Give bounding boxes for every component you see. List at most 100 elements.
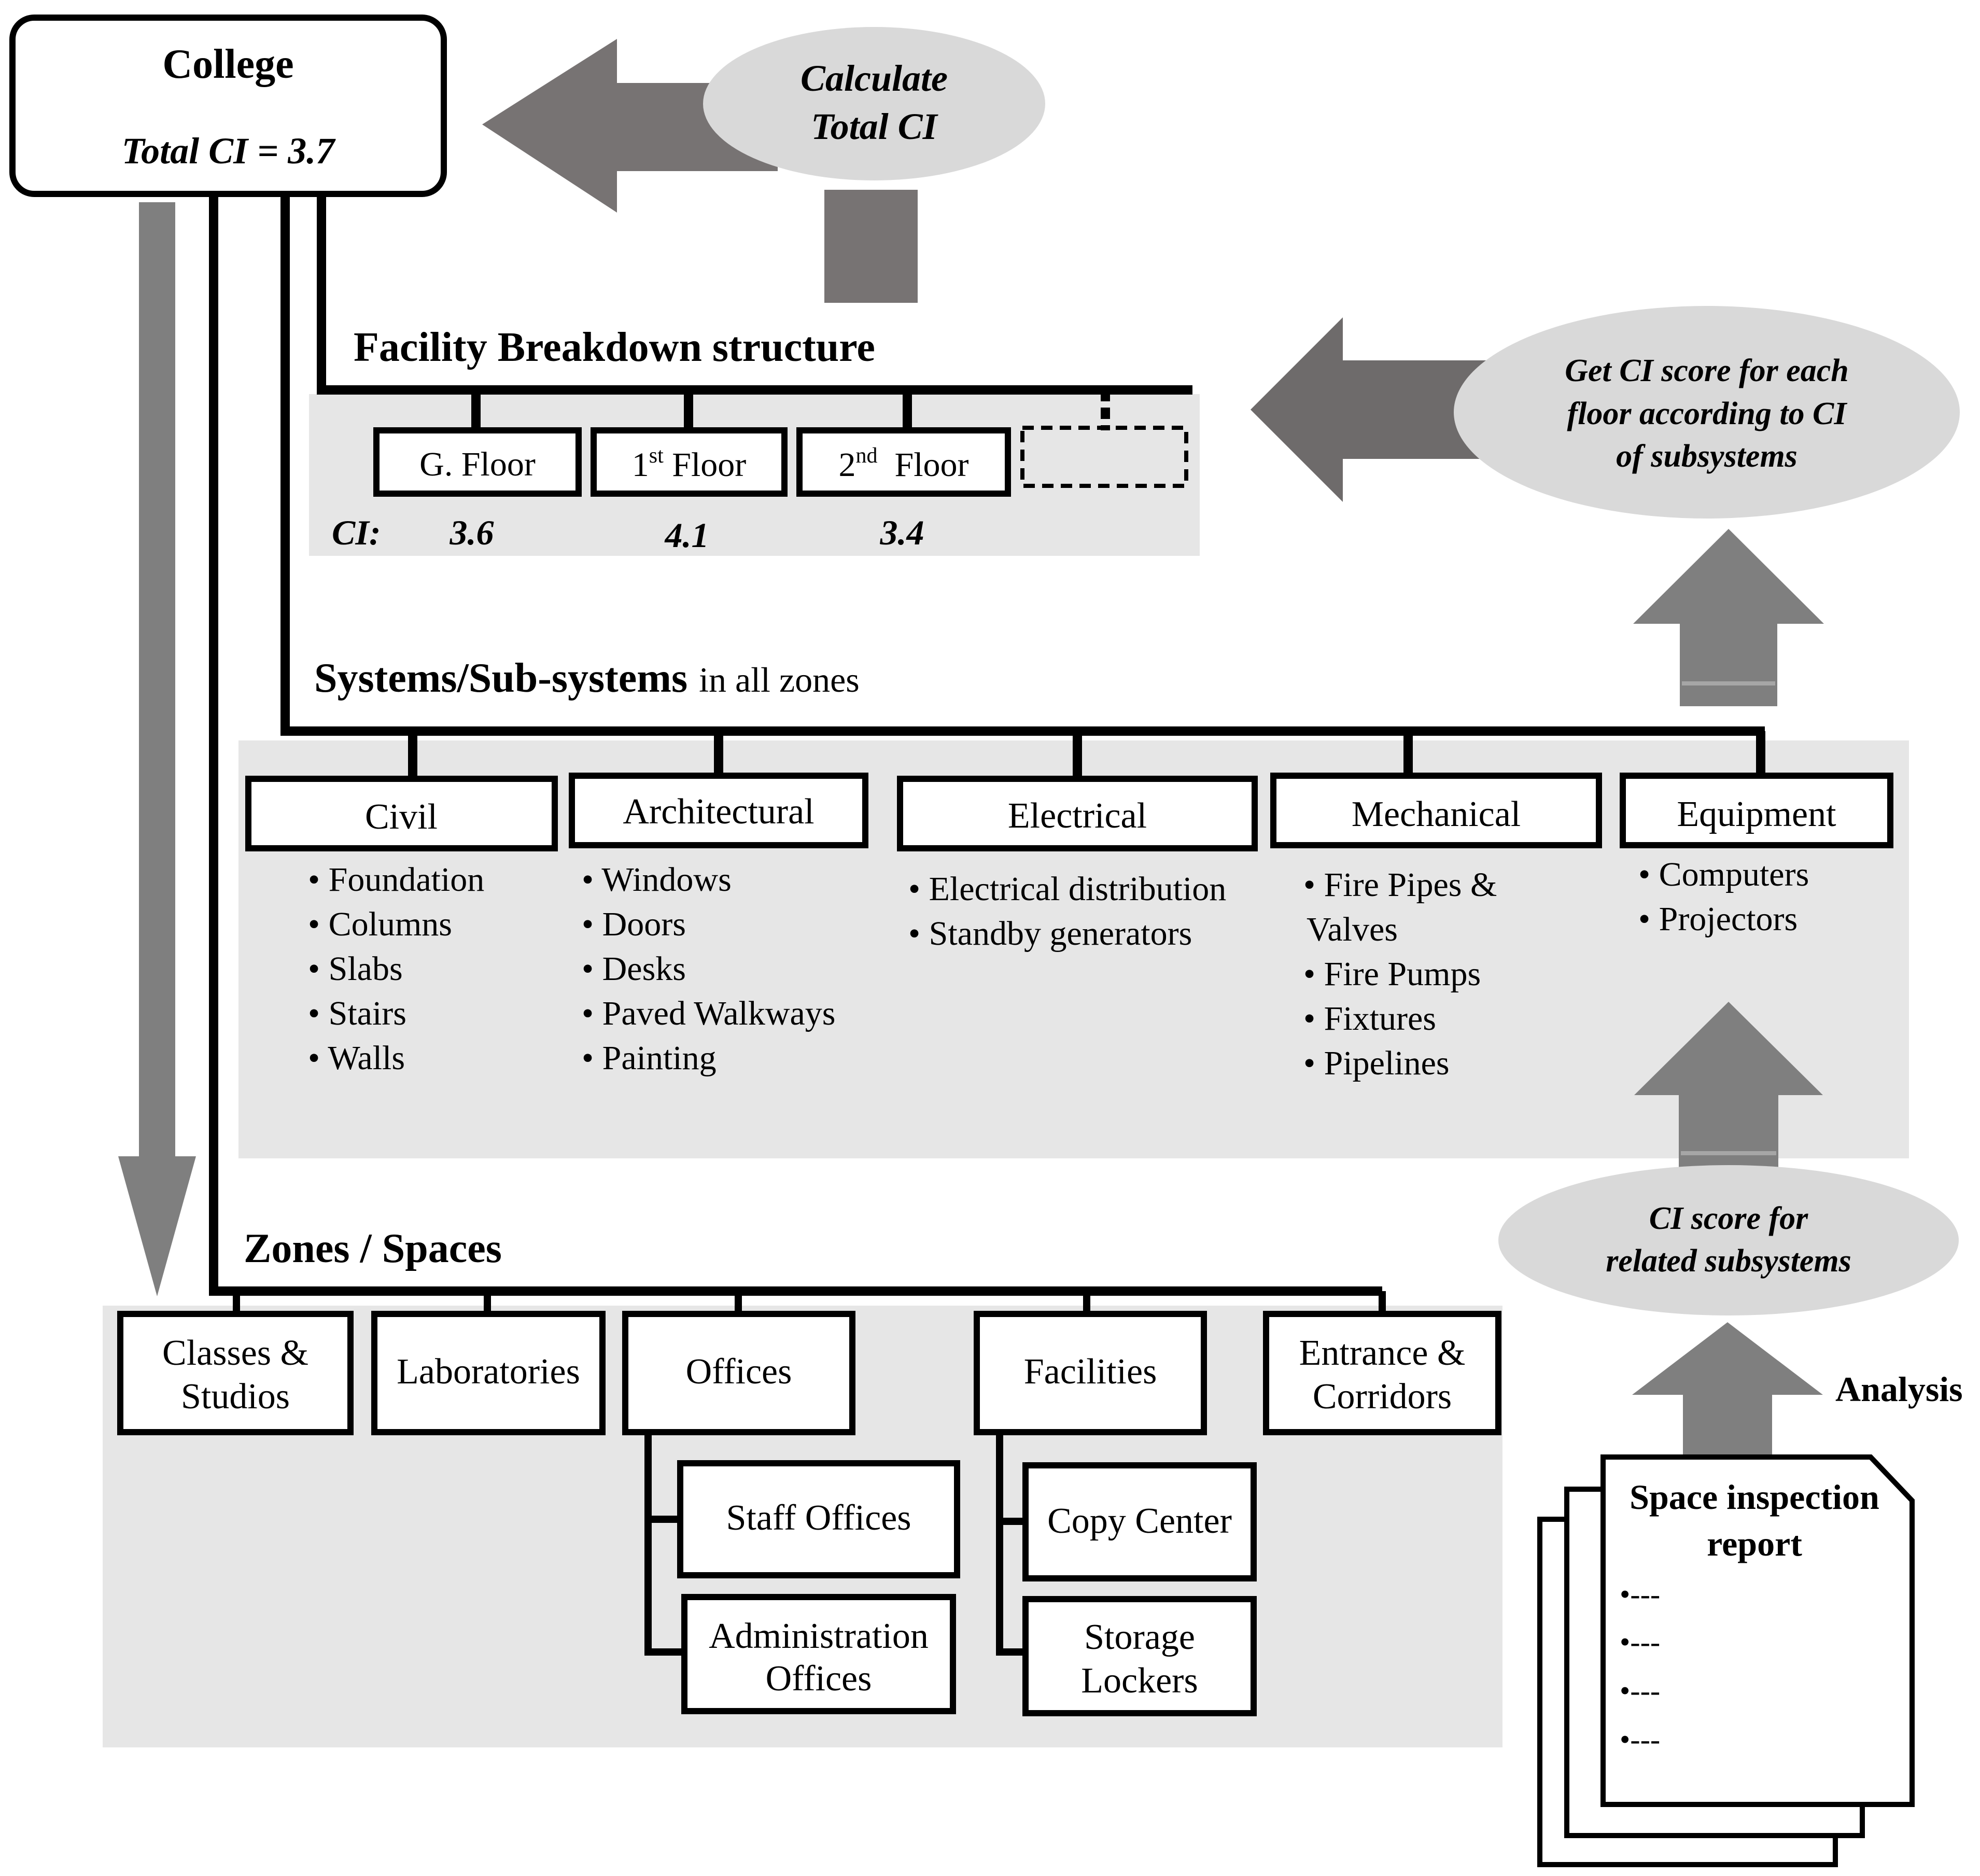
zone-label-classes-1: Classes & — [162, 1333, 308, 1373]
office-children-connector — [644, 1432, 684, 1656]
civil-item-text: Slabs — [329, 950, 403, 988]
zone-label-offices: Offices — [686, 1352, 792, 1392]
college-box — [9, 15, 447, 197]
subsystem-ci-callout — [1498, 1165, 1959, 1315]
architectural-item-text: Desks — [602, 950, 686, 988]
college-to-facility-line — [317, 194, 1192, 395]
zone-label-entrance-1: Entrance & — [1299, 1333, 1466, 1373]
civil-item: • Columns — [308, 905, 452, 943]
mechanical-item: • Fire Pipes & — [1303, 866, 1497, 904]
floor-1-number: 1 — [632, 446, 649, 484]
civil-item-text: Walls — [328, 1039, 405, 1077]
facility-child-box-storage — [1022, 1596, 1257, 1716]
floor-box-1 — [591, 427, 788, 497]
mechanical-item: • Pipelines — [1303, 1044, 1450, 1082]
zone-label-labs: Laboratories — [397, 1352, 580, 1392]
system-name-equipment: Equipment — [1677, 794, 1836, 834]
system-box-electrical — [897, 776, 1258, 851]
office-child-label-admin-2: Offices — [766, 1659, 872, 1699]
report-bullet: •--- — [1620, 1723, 1660, 1756]
zone-label-facilities: Facilities — [1024, 1352, 1157, 1392]
architectural-item-text: Windows — [601, 861, 731, 899]
floor-ci-label: CI: — [332, 513, 381, 552]
civil-item: • Stairs — [308, 995, 406, 1032]
calculate-line-2: Total CI — [811, 106, 938, 147]
system-box-architectural — [569, 773, 868, 848]
report-bullet: •--- — [1620, 1674, 1660, 1707]
system-name-mechanical: Mechanical — [1352, 794, 1521, 834]
floor-ci-1: 4.1 — [664, 515, 709, 555]
calculate-left-arrow — [482, 39, 778, 213]
zone-box-facilities — [974, 1311, 1207, 1435]
down-arrow — [118, 202, 196, 1296]
facility-children-connector — [996, 1432, 1026, 1656]
floor-box-g — [373, 427, 582, 497]
system-box-equipment — [1620, 773, 1893, 848]
architectural-item-text: Paved Walkways — [602, 995, 836, 1032]
floor-ci-2: 3.4 — [880, 513, 924, 552]
mechanical-item-text: Fire Pumps — [1324, 955, 1481, 993]
office-child-label-admin-1: Administration — [709, 1616, 929, 1656]
facility-child-box-copy — [1022, 1462, 1257, 1581]
architectural-item: • Desks — [582, 950, 686, 988]
report-bullet: •--- — [1620, 1625, 1660, 1659]
architectural-item: • Painting — [582, 1039, 717, 1077]
report-bullet: •--- — [1620, 1577, 1660, 1611]
floor-ci-callout-line-2: floor according to CI — [1567, 396, 1847, 431]
mechanical-item-text: Fire Pipes & — [1324, 866, 1497, 904]
mechanical-item-cont: Valves — [1307, 911, 1398, 948]
zone-box-entrance — [1263, 1311, 1501, 1435]
college-to-systems-line — [280, 194, 1765, 736]
floor-box-more — [1020, 426, 1188, 488]
zone-label-entrance-2: Corridors — [1313, 1377, 1452, 1417]
zone-box-labs — [371, 1311, 606, 1435]
floor-ci-callout-line-3: of subsystems — [1616, 439, 1798, 474]
civil-item: • Foundation — [308, 861, 484, 899]
floor-2-sup: nd — [855, 444, 877, 468]
report-title-1: Space inspection — [1630, 1477, 1879, 1517]
college-to-zones-line — [209, 194, 1382, 1296]
analysis-up-arrow — [1632, 1322, 1823, 1456]
office-child-box-staff — [677, 1460, 960, 1578]
architectural-item: • Windows — [582, 861, 732, 899]
electrical-item: • Standby generators — [908, 915, 1192, 953]
zones-title: Zones / Spaces — [244, 1226, 502, 1271]
civil-item: • Slabs — [308, 950, 403, 988]
college-title: College — [162, 41, 293, 87]
floor-box-2 — [796, 427, 1011, 497]
system-box-civil — [245, 776, 558, 851]
system-name-electrical: Electrical — [1008, 796, 1147, 836]
floor-1-sup: st — [649, 444, 664, 468]
civil-item-text: Foundation — [329, 861, 485, 899]
subsystem-ci-line-2: related subsystems — [1606, 1243, 1851, 1279]
facility-breakdown-title: Facility Breakdown structure — [354, 325, 875, 370]
floor-2-number: 2 — [838, 446, 855, 484]
floor-2-text: Floor — [877, 446, 968, 484]
civil-item-text: Columns — [329, 905, 452, 943]
college-total-ci: Total CI = 3.7 — [122, 130, 336, 172]
floor-ci-callout — [1454, 306, 1960, 519]
civil-item: • Walls — [308, 1039, 405, 1077]
subsystem-ci-line-1: CI score for — [1649, 1201, 1808, 1236]
electrical-item: • Electrical distribution — [908, 870, 1226, 908]
equipment-item-text: Projectors — [1659, 900, 1798, 938]
calculate-stem-arrow — [824, 190, 918, 303]
zone-label-classes-2: Studios — [181, 1377, 290, 1417]
facility-child-label-storage-1: Storage — [1084, 1617, 1195, 1657]
architectural-item-text: Doors — [602, 905, 686, 943]
mechanical-item-text: Fixtures — [1324, 1000, 1436, 1038]
zone-box-classes — [117, 1311, 354, 1435]
systems-title-suffix: in all zones — [699, 660, 860, 699]
floor-1-text: Floor — [664, 446, 747, 484]
architectural-item-text: Painting — [602, 1039, 717, 1077]
calculate-line-1: Calculate — [801, 58, 948, 99]
facility-child-label-copy: Copy Center — [1047, 1501, 1232, 1541]
office-child-label-staff: Staff Offices — [726, 1498, 911, 1538]
floor-label-1: 1st Floor — [632, 444, 747, 484]
electrical-item-text: Electrical distribution — [929, 870, 1227, 908]
architectural-item: • Doors — [582, 905, 686, 943]
equipment-item-text: Computers — [1659, 856, 1809, 893]
electrical-item-text: Standby generators — [929, 915, 1192, 953]
